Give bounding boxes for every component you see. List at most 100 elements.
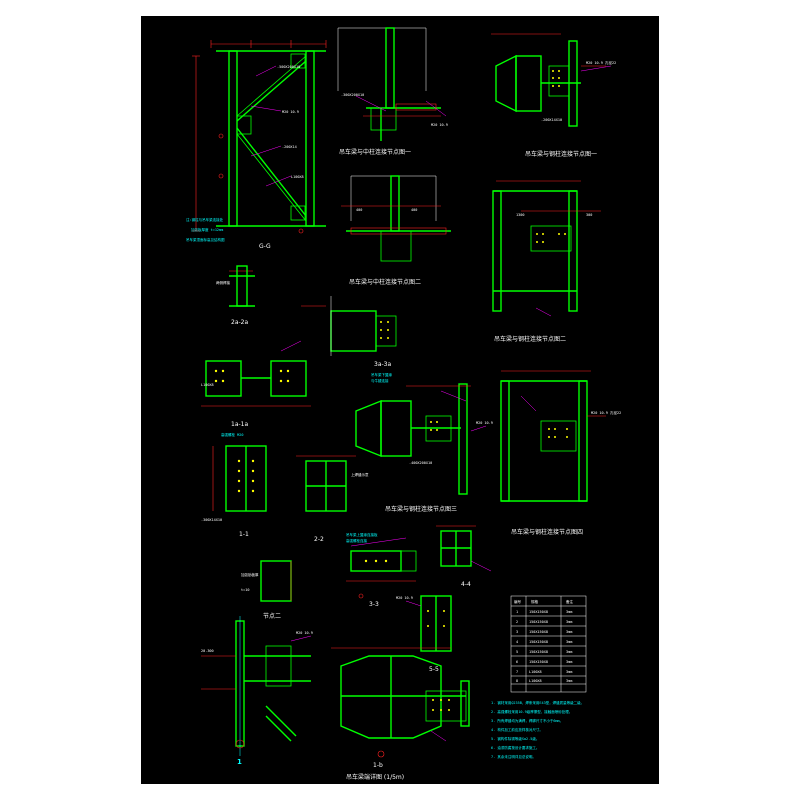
table-cell: 3mm	[566, 679, 572, 683]
table-cell: 4	[516, 640, 518, 644]
note-line: 7. 其余未注明详见总说明。	[491, 754, 536, 759]
detail-crane-beam-mid-column-2: 400 400 吊车梁与中柱连接节点图二	[341, 175, 451, 286]
svg-text:-300X14X10: -300X14X10	[201, 518, 222, 522]
svg-text:加劲肋板厚: 加劲肋板厚	[241, 572, 259, 577]
detail-crane-beam-steel-column-3: M20 10.9 -400X200X10 吊车梁与钢柱连接节点图三	[355, 383, 493, 513]
spec-table: 编号 规格 备注 1 150X150X8 3mm 2 150X150X8 3mm…	[510, 595, 587, 693]
note-line: 5. 钢构件除锈等级Sa2.5级。	[491, 736, 539, 741]
table-header-no: 编号	[514, 599, 522, 604]
svg-text:-500X200X10: -500X200X10	[277, 65, 300, 69]
svg-text:-200X14: -200X14	[282, 145, 297, 149]
section-label-1b: 1-b	[373, 762, 383, 769]
svg-text:400: 400	[411, 208, 417, 212]
svg-text:-300X200X10: -300X200X10	[341, 93, 364, 97]
section-label-22: 2-2	[314, 536, 324, 543]
table-header-spec: 规格	[531, 599, 539, 604]
svg-text:M20 10.9: M20 10.9	[431, 123, 448, 127]
table-cell: 2	[516, 620, 518, 624]
table-cell: 7	[516, 670, 518, 674]
svg-text:-400X200X10: -400X200X10	[409, 461, 432, 465]
svg-text:两侧焊接: 两侧焊接	[216, 280, 230, 285]
svg-text:400: 400	[356, 208, 362, 212]
section-label-55: 5-5	[429, 666, 439, 673]
section-3-3: 吊车梁上翼缘连接板 高强螺栓连接 3-3	[346, 532, 417, 608]
table-cell: 3	[516, 630, 518, 634]
table-cell: 150X150X8	[529, 650, 548, 654]
table-cell: 3mm	[566, 610, 572, 614]
note-line: 3. 所有焊缝均为满焊，焊脚尺寸不小于6mm。	[491, 718, 563, 723]
section-2a-2a: 两侧焊接 2a-2a	[216, 265, 255, 326]
section-label-33: 3-3	[369, 601, 379, 608]
note-line: 6. 油漆防腐按设计要求施工。	[491, 745, 539, 750]
section-label-44: 4-4	[461, 581, 471, 588]
svg-text:300: 300	[586, 213, 592, 217]
table-cell: 3mm	[566, 650, 572, 654]
title-detail-7: 吊车梁端详图 (1/5m)	[346, 773, 404, 781]
table-cell: 150X150X8	[529, 630, 548, 634]
svg-text:高强螺栓 M20: 高强螺栓 M20	[221, 432, 243, 437]
table-cell: 3mm	[566, 670, 572, 674]
detail-crane-beam-steel-column-1: M20 10.9 孔径22 -200X14X10 吊车梁与钢柱连接节点图一	[491, 33, 616, 158]
general-notes: 1. 钢材采用Q235B，焊条采用E43型，焊缝质量等级二级。 2. 高强螺栓采…	[491, 700, 584, 759]
column-elevation-detail: -500X200X10 M20 10.9 -200X14 L100X8 注:钢柱…	[186, 40, 327, 250]
svg-text:M20 10.9: M20 10.9	[282, 110, 299, 114]
cad-drawing: -500X200X10 M20 10.9 -200X14 L100X8 注:钢柱…	[186, 27, 621, 781]
svg-text:M20 10.9 孔径22: M20 10.9 孔径22	[591, 410, 621, 415]
section-3a-3a: 3a-3a 吊车梁下翼缘 与牛腿连接	[301, 296, 397, 383]
svg-text:-200X14X10: -200X14X10	[541, 118, 562, 122]
note-line: 4. 构件加工前应放样核对尺寸。	[491, 727, 543, 732]
table-cell: 8	[516, 679, 518, 683]
svg-text:M20 10.9: M20 10.9	[296, 631, 313, 635]
drawing-sheet: -500X200X10 M20 10.9 -200X14 L100X8 注:钢柱…	[140, 15, 660, 785]
section-1a-1a: L100X8 1a-1a 高强螺栓 M20	[201, 340, 311, 437]
section-label-2a: 2a-2a	[231, 319, 248, 326]
section-label-3a: 3a-3a	[374, 361, 391, 368]
svg-text:吊车梁上翼缘连接板: 吊车梁上翼缘连接板	[346, 532, 378, 537]
svg-text:吊车梁下翼缘: 吊车梁下翼缘	[371, 372, 392, 377]
svg-text:M20 10.9: M20 10.9	[396, 596, 413, 600]
table-header-note: 备注	[566, 599, 574, 604]
section-label-11: 1-1	[239, 531, 249, 538]
detail-crane-beam-steel-column-4: M20 10.9 孔径22 吊车梁与钢柱连接节点图四	[500, 370, 621, 536]
svg-text:L100X8: L100X8	[291, 175, 304, 179]
title-detail-1: 吊车梁与中柱连接节点图一	[339, 148, 411, 156]
svg-text:高强螺栓连接: 高强螺栓连接	[346, 538, 367, 543]
table-cell: 6	[516, 660, 518, 664]
section-5-5: M20 10.9 5-5	[396, 595, 452, 673]
node-detail-2: 加劲肋板厚 t=10 节点二	[241, 560, 292, 620]
note-line: 2. 高强螺栓采用10.9级摩擦型，接触面喷砂处理。	[491, 709, 572, 714]
title-detail-5: 吊车梁与钢柱连接节点图三	[385, 505, 457, 513]
svg-text:20.300: 20.300	[201, 649, 214, 653]
axis-marker-number: 1	[237, 758, 242, 766]
table-cell: 3mm	[566, 620, 572, 624]
svg-text:上焊缝示意: 上焊缝示意	[351, 472, 369, 477]
table-cell: 150X150X8	[529, 660, 548, 664]
title-detail-2: 吊车梁与中柱连接节点图二	[349, 278, 421, 286]
table-cell: 150X150X8	[529, 640, 548, 644]
note-line: 1. 钢材采用Q235B，焊条采用E43型，焊缝质量等级二级。	[491, 700, 584, 705]
svg-text:1300: 1300	[516, 213, 524, 217]
table-cell: L100X8	[529, 679, 542, 683]
section-2-2: 上焊缝示意 2-2	[296, 455, 369, 543]
table-cell: 1	[516, 610, 518, 614]
title-detail-3: 吊车梁与钢柱连接节点图一	[525, 150, 597, 158]
table-cell: 150X150X8	[529, 620, 548, 624]
svg-text:M20 10.9: M20 10.9	[476, 421, 493, 425]
svg-text:t=10: t=10	[241, 588, 249, 592]
section-1-1: -300X14X10 1-1	[201, 445, 267, 538]
svg-text:M20 10.9 孔径22: M20 10.9 孔径22	[586, 60, 616, 65]
crane-beam-end-detail: 1-b 吊车梁端详图 (1/5m)	[331, 647, 470, 781]
node-label: 节点二	[263, 612, 281, 620]
section-4-4: 4-4	[436, 525, 492, 588]
table-cell: 3mm	[566, 630, 572, 634]
table-cell: 3mm	[566, 660, 572, 664]
svg-text:加劲板厚度 t=12mm: 加劲板厚度 t=12mm	[191, 227, 223, 232]
column-base-elevation: 20.300 M20 10.9	[201, 616, 313, 756]
section-label-1a: 1a-1a	[231, 421, 248, 428]
title-detail-4: 吊车梁与钢柱连接节点图二	[494, 335, 566, 343]
svg-text:吊车梁顶面标高见结构图: 吊车梁顶面标高见结构图	[186, 237, 225, 242]
table-cell: 150X150X8	[529, 610, 548, 614]
table-cell: L100X8	[529, 670, 542, 674]
section-label-gg: G-G	[259, 243, 271, 250]
